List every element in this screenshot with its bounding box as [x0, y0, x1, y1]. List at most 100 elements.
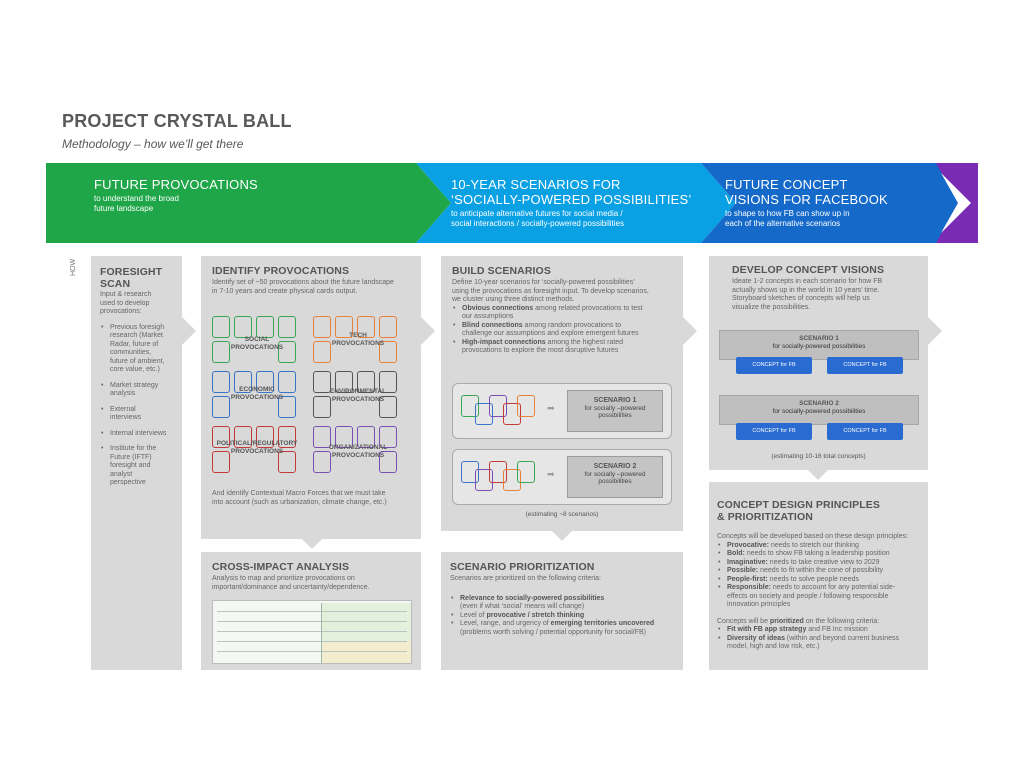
- identify-footer: And identify Contextual Macro Forces tha…: [212, 490, 387, 506]
- principles-title: CONCEPT DESIGN PRINCIPLES & PRIORITIZATI…: [717, 499, 880, 523]
- criterion-name: provocative / stretch thinking: [486, 611, 585, 619]
- scenario-sub: for socially –powered possibilities: [584, 404, 646, 420]
- list-item: Level, range, and urgency of emerging te…: [450, 620, 683, 637]
- identify-body: Identify set of ~50 provocations about t…: [212, 279, 394, 295]
- provocation-cluster: [313, 371, 403, 421]
- identify-provocations-panel: IDENTIFY PROVOCATIONS Identify set of ~5…: [201, 256, 421, 539]
- flow-arrow-4: [928, 317, 942, 345]
- prioritization-intro: Concepts will be prioritized on the foll…: [717, 618, 928, 627]
- provocation-cluster: [212, 316, 302, 366]
- down-arrow-3: [808, 470, 828, 480]
- provocation-card: [256, 371, 274, 393]
- scenario-sub: for socially-powered possibilities: [772, 342, 866, 350]
- provocation-card: [313, 341, 331, 363]
- concept-principles-panel: CONCEPT DESIGN PRINCIPLES & PRIORITIZATI…: [709, 482, 928, 670]
- scenario-card: [503, 403, 521, 425]
- cluster-label: ENVIRONMENTAL PROVOCATIONS: [329, 388, 387, 403]
- provocation-card: [335, 316, 353, 338]
- prio-rest: on the following criteria:: [803, 617, 880, 625]
- provocation-card: [212, 316, 230, 338]
- list-item: Provocative: needs to stretch our thinki…: [717, 542, 928, 551]
- provocation-card: [313, 316, 331, 338]
- principle-name: Responsible:: [727, 584, 771, 591]
- foresight-scan-panel: FORESIGHT SCAN Input & research used to …: [91, 256, 182, 670]
- scenario-estimate: (estimating ~8 scenarios): [525, 511, 599, 518]
- cluster-label: ECONOMIC PROVOCATIONS: [230, 386, 284, 401]
- scenario-card: [475, 469, 493, 491]
- list-item: Imaginative: needs to take creative view…: [717, 559, 928, 568]
- list-item: Diversity of ideas (within and beyond cu…: [717, 635, 928, 652]
- provocation-card: [212, 451, 230, 473]
- concept-scenario-2: SCENARIO 2 for socially-powered possibil…: [719, 395, 919, 425]
- develop-concepts-panel: DEVELOP CONCEPT VISIONS Ideate 1-2 conce…: [709, 256, 928, 470]
- provocation-card: [278, 396, 296, 418]
- scenario-sub: for socially-powered possibilities: [772, 407, 866, 415]
- list-item: Level of provocative / stretch thinking: [450, 612, 683, 621]
- chevron-dark-blue: [701, 163, 971, 243]
- scenario-2-box: SCENARIO 2 for socially –powered possibi…: [567, 456, 663, 498]
- provocation-card: [313, 396, 331, 418]
- phase-subtitle: to shape to how FB can show up in each o…: [725, 209, 850, 228]
- criterion-desc: (even if what ‘social’ means will change…: [460, 603, 585, 610]
- provocation-card: [278, 341, 296, 363]
- foresight-title: FORESIGHT SCAN: [100, 266, 163, 290]
- provocation-card: [278, 426, 296, 448]
- provocation-card: [313, 426, 331, 448]
- flow-arrow-1: [182, 317, 196, 345]
- principle-name: Imaginative:: [727, 558, 768, 566]
- method-name: High-impact connections: [462, 338, 546, 346]
- concept-estimate: (estimating 10-16 total concepts): [771, 453, 866, 460]
- principle-desc: needs to stretch our thinking: [769, 541, 859, 549]
- prio-pre: Concepts will be: [717, 617, 770, 625]
- scenario-card: [475, 403, 493, 425]
- provocation-card: [256, 426, 274, 448]
- phase-subtitle: to anticipate alternative futures for so…: [451, 209, 624, 228]
- list-item: Relevance to socially-powered possibilit…: [450, 595, 683, 612]
- foresight-intro: Input & research used to develop provoca…: [100, 291, 152, 315]
- chevron-arrow-tip: [941, 173, 971, 233]
- list-item: Bold: needs to show FB taking a leadersh…: [717, 550, 928, 559]
- provocation-card: [278, 316, 296, 338]
- principle-name: Bold:: [727, 550, 745, 557]
- develop-body: Ideate 1-2 concepts in each scenario for…: [732, 278, 883, 311]
- cross-impact-thumbnail: [212, 600, 412, 664]
- principle-name: People-first:: [727, 575, 768, 583]
- criterion-pre: Level of: [460, 611, 487, 619]
- list-item: Previous foresigh research (Market Radar…: [100, 324, 178, 375]
- scenario-card: [517, 395, 535, 417]
- cluster-label: ORGANIZATIONAL PROVOCATIONS: [328, 444, 388, 459]
- down-arrow-2: [552, 531, 572, 541]
- cluster-label: TECH PROVOCATIONS: [331, 332, 385, 347]
- concept-for-fb-button[interactable]: CONCEPT for FB: [736, 423, 812, 440]
- provocation-card: [379, 341, 397, 363]
- method-name: Obvious connections: [462, 304, 534, 312]
- method-desc: among random provocations to challenge o…: [462, 321, 639, 338]
- phase-concept-visions: FUTURE CONCEPT VISIONS FOR FACEBOOK to s…: [725, 177, 888, 257]
- phase-title: 10-YEAR SCENARIOS FOR ‘SOCIALLY-POWERED …: [451, 177, 692, 207]
- list-item: Blind connections among random provocati…: [452, 322, 683, 339]
- principle-desc: needs to solve people needs: [767, 575, 859, 583]
- criterion-desc: (within and beyond current business mode…: [727, 634, 899, 651]
- list-item: Responsible: needs to account for any po…: [717, 584, 928, 610]
- phase-title: FUTURE CONCEPT VISIONS FOR FACEBOOK: [725, 177, 888, 207]
- provocation-cluster: [212, 426, 302, 476]
- scenario-card: [461, 461, 479, 483]
- build-title: BUILD SCENARIOS: [452, 265, 551, 277]
- scenario-prioritization-panel: SCENARIO PRIORITIZATION Scenarios are pr…: [441, 552, 683, 670]
- provocation-card: [234, 371, 252, 393]
- scenario-sub: for socially –powered possibilities: [584, 470, 646, 486]
- scenario-card: [517, 461, 535, 483]
- foresight-list: Previous foresigh research (Market Radar…: [100, 324, 178, 488]
- concept-scenario-1: SCENARIO 1 for socially-powered possibil…: [719, 330, 919, 360]
- provocation-cluster: [313, 316, 403, 366]
- principles-intro: Concepts will be developed based on thes…: [717, 533, 909, 540]
- concept-for-fb-button[interactable]: CONCEPT for FB: [827, 423, 903, 440]
- provocation-card: [357, 371, 375, 393]
- concept-for-fb-button[interactable]: CONCEPT for FB: [736, 357, 812, 374]
- prioritization-body: Scenarios are prioritized on the followi…: [450, 575, 601, 582]
- provocation-card: [335, 371, 353, 393]
- provocation-card: [212, 396, 230, 418]
- concept-for-fb-button[interactable]: CONCEPT for FB: [827, 357, 903, 374]
- cross-body: Analysis to map and prioritize provocati…: [212, 575, 370, 591]
- criterion-name: emerging territories uncovered: [550, 620, 655, 627]
